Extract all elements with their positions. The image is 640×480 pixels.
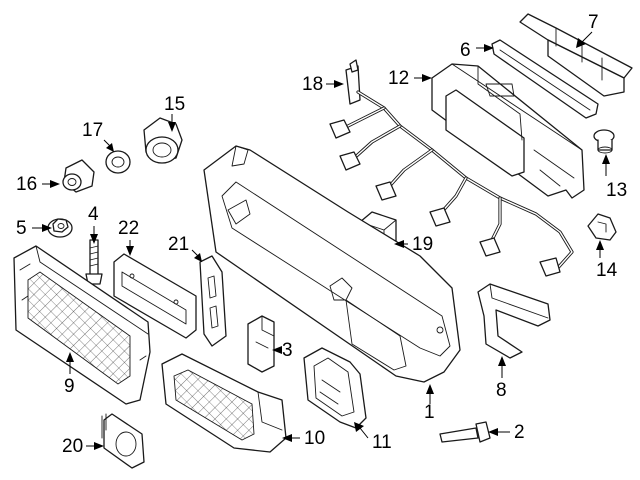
part-15-sensor-holder: [143, 117, 183, 164]
svg-text:21: 21: [168, 234, 189, 255]
svg-text:22: 22: [118, 218, 139, 239]
part-22-mounting-plate: [113, 253, 197, 339]
callout-10: 10: [282, 428, 325, 449]
svg-text:18: 18: [302, 74, 323, 95]
svg-text:12: 12: [388, 68, 409, 89]
svg-text:6: 6: [460, 40, 471, 61]
part-16-sensor: [62, 159, 95, 193]
callout-17: 17: [82, 120, 114, 152]
part-11-cover-panel: [303, 347, 367, 429]
svg-text:9: 9: [64, 376, 75, 397]
callout-3: 3: [272, 340, 293, 361]
svg-text:15: 15: [164, 94, 185, 115]
svg-text:10: 10: [304, 428, 325, 449]
svg-text:20: 20: [62, 436, 83, 457]
callout-18: 18: [302, 74, 344, 95]
svg-text:4: 4: [88, 204, 99, 225]
svg-text:1: 1: [424, 402, 435, 423]
svg-text:2: 2: [514, 422, 525, 443]
part-14-clip: [587, 213, 617, 241]
callout-20: 20: [62, 436, 104, 457]
part-3-small-bracket: [247, 315, 275, 373]
callout-1: 1: [424, 384, 435, 423]
callout-12: 12: [388, 68, 432, 89]
svg-text:14: 14: [596, 260, 618, 281]
svg-text:13: 13: [606, 180, 627, 201]
part-7-bracket-strip: [519, 13, 633, 97]
callout-8: 8: [496, 356, 507, 401]
svg-text:8: 8: [496, 380, 507, 401]
part-20-bezel: [101, 413, 145, 469]
svg-text:11: 11: [372, 432, 392, 453]
callout-16: 16: [16, 174, 60, 195]
part-9-grille: [13, 245, 151, 405]
callout-19: 19: [394, 234, 433, 255]
callout-5: 5: [16, 218, 52, 239]
part-21-side-bracket: [199, 255, 227, 347]
part-5-nut: [47, 218, 73, 238]
callout-4: 4: [88, 204, 99, 244]
svg-text:7: 7: [588, 12, 599, 33]
part-12-reinforcement: [431, 63, 585, 199]
callout-9: 9: [64, 352, 75, 397]
callout-6: 6: [460, 40, 494, 61]
svg-text:17: 17: [82, 120, 103, 141]
callout-22: 22: [118, 218, 139, 256]
part-8-trim-bracket: [477, 283, 551, 359]
svg-text:3: 3: [282, 340, 293, 361]
part-4-bolt: [85, 239, 103, 285]
part-13-bolt: [593, 129, 615, 154]
part-17-grommet: [105, 150, 131, 174]
callout-13: 13: [602, 154, 627, 201]
callout-2: 2: [488, 422, 525, 443]
part-18-wiring-harness: [329, 59, 574, 277]
svg-text:16: 16: [16, 174, 37, 195]
callout-15: 15: [164, 94, 185, 132]
part-2-push-pin: [439, 421, 491, 443]
svg-text:5: 5: [16, 218, 27, 239]
part-6-long-bar: [491, 39, 599, 119]
callout-21: 21: [168, 234, 202, 262]
svg-text:19: 19: [412, 234, 433, 255]
callout-7: 7: [576, 12, 599, 48]
callout-11: 11: [354, 422, 392, 453]
part-1-bumper-cover: [203, 145, 461, 383]
callout-14: 14: [596, 240, 618, 281]
